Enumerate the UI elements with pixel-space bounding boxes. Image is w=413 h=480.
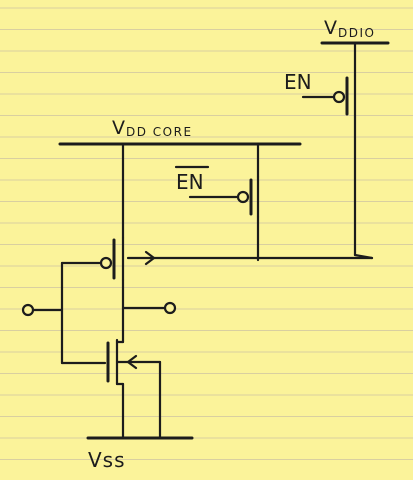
output-terminal	[163, 301, 177, 315]
ruled-lines	[0, 7, 413, 460]
vddio-label-sub: DDIO	[338, 26, 375, 40]
inverter-pmos-transistor	[60, 142, 156, 282]
enbar-pmos-transistor	[188, 142, 260, 262]
vddio-label-main: V	[324, 17, 337, 39]
vddio-pmos-gate-bubble	[332, 90, 346, 104]
inverter-pmos-body-arrow	[144, 250, 156, 266]
vddio-drain-join	[353, 253, 374, 260]
en-label: EN	[284, 70, 312, 94]
input-terminal	[21, 303, 35, 317]
inverter-pmos-gate-bubble	[99, 256, 113, 270]
vss-label: Vss	[88, 448, 126, 472]
inverter-nmos-body-arrow	[126, 354, 138, 370]
vddio-pmos-transistor	[301, 41, 390, 257]
enbar-pmos-gate-bubble	[236, 190, 250, 204]
enbar-label: EN	[176, 170, 204, 194]
vdd-core-label-sub: DD CORE	[126, 125, 193, 139]
inverter-nmos-transistor	[106, 338, 162, 440]
vdd-core-label-main: V	[112, 117, 125, 139]
